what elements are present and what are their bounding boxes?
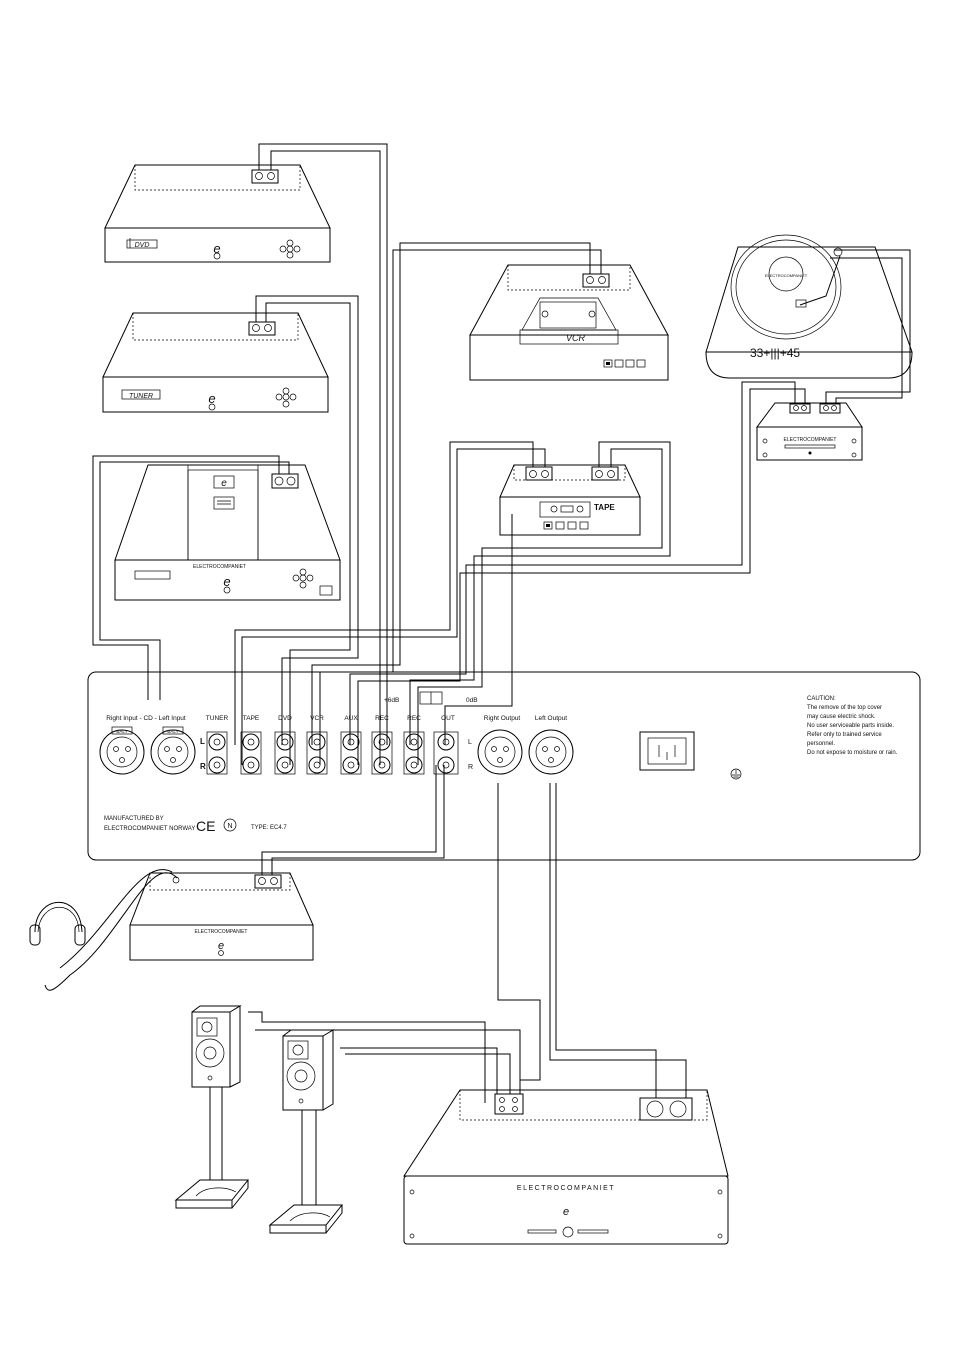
speaker-right: [268, 1029, 344, 1234]
nav-pad-icon: [279, 239, 301, 259]
rca-rec-2: REC: [403, 715, 425, 775]
right-input-label: Right Input - CD - Left Input: [106, 715, 186, 722]
input-label-dvd: DVD: [278, 715, 292, 722]
out-left-label: L: [468, 739, 472, 746]
dvd-player: DVD e: [104, 164, 331, 263]
caution-line-4: Refer only to trained service: [807, 732, 882, 738]
tuner-label: TUNER: [129, 393, 153, 400]
nav-pad-icon: [292, 568, 314, 589]
input-label-tape: TAPE: [243, 715, 260, 722]
rca-out: OUT: [433, 715, 459, 775]
power-amp-xlr-inputs: [639, 1097, 693, 1121]
n-mark: N: [227, 823, 232, 830]
headphones-icon: [29, 901, 86, 946]
speed-label: 33+|||+45: [750, 346, 800, 360]
e-logo-icon: e: [221, 478, 227, 489]
cd-player: e ELECTROCOMPANIET e: [114, 464, 341, 601]
turntable: ELECTROCOMPANIET 33+|||+45: [705, 234, 913, 379]
xlr-right-output: [477, 729, 523, 775]
tape-rec-rca: [591, 466, 619, 481]
input-label-tuner: TUNER: [206, 715, 229, 722]
gain-zero-label: 0dB: [466, 697, 478, 704]
transport-buttons-icon: [603, 359, 646, 368]
caution-line-3: No user serviceable parts inside.: [807, 723, 894, 729]
xlr-left-output: [528, 729, 574, 775]
e-logo-icon: e: [223, 574, 230, 589]
headamp-brand: ELECTROCOMPANIET: [195, 929, 248, 935]
e-logo-icon: e: [213, 241, 220, 256]
xlr-left-tag: BALY: [167, 729, 178, 734]
caution-line-5: personnel.: [807, 741, 835, 747]
input-label-rec-1: REC: [375, 715, 389, 722]
rca-rec-1: REC: [371, 715, 393, 775]
tuner: TUNER e: [102, 312, 329, 413]
e-logo-icon: e: [563, 1206, 569, 1218]
right-output-label: Right Output: [484, 715, 521, 722]
tuner-rca-block: [248, 321, 276, 336]
manufacturer-line-1: MANUFACTURED BY: [104, 816, 164, 822]
ce-mark: CE: [196, 818, 215, 834]
input-label-rec-2: REC: [407, 715, 421, 722]
xlr-right-input: BALY: [99, 726, 145, 775]
phono-brand: ELECTROCOMPANIET: [784, 437, 837, 443]
left-output-label: Left Output: [535, 715, 567, 722]
input-label-aux: AUX: [344, 715, 358, 722]
caution-line-6: Do not expose to moisture or rain.: [807, 750, 898, 756]
input-label-out: OUT: [441, 715, 455, 722]
transport-buttons-icon: [543, 521, 589, 530]
caution-block: CAUTION: The remove of the top cover may…: [807, 696, 898, 756]
caution-line-1: The remove of the top cover: [807, 705, 882, 711]
caution-line-2: may cause electric shock.: [807, 714, 876, 720]
speaker-left: [174, 1005, 250, 1209]
vcr-rca-block: [582, 273, 610, 288]
preamp-rear-panel: Right Input - CD - Left Input BALY BALY …: [87, 671, 921, 861]
cd-xlr-block: [271, 473, 299, 489]
channel-right-label: R: [200, 762, 206, 771]
e-logo-icon: e: [218, 940, 224, 952]
ground-symbol-icon: [730, 768, 742, 780]
cd-brand: ELECTROCOMPANIET: [193, 564, 246, 570]
power-amp-brand: ELECTROCOMPANIET: [517, 1185, 615, 1192]
tape-deck: TAPE: [499, 464, 641, 536]
gain-plus-label: +6dB: [384, 697, 399, 704]
rca-aux: AUX: [340, 715, 362, 775]
rca-dvd: DVD: [274, 715, 296, 775]
out-right-label: R: [468, 764, 473, 771]
rca-input-columns: TUNER TAPE DVD VCR: [206, 715, 459, 775]
xlr-left-input: BALY: [150, 726, 196, 775]
channel-left-label: L: [200, 737, 205, 746]
speaker-terminals: [494, 1093, 524, 1115]
record-label: ELECTROCOMPANIET: [765, 273, 808, 278]
rca-vcr: VCR: [306, 715, 328, 775]
phono-stage: ELECTROCOMPANIET: [756, 402, 863, 461]
rca-tuner: TUNER: [206, 715, 229, 775]
vcr: VCR: [469, 264, 669, 381]
tape-label: TAPE: [594, 503, 615, 512]
power-amplifier: ELECTROCOMPANIET e: [403, 1089, 729, 1245]
nav-pad-icon: [275, 387, 297, 408]
caution-line-0: CAUTION:: [807, 696, 836, 702]
e-logo-icon: e: [208, 391, 215, 406]
power-inlet-icon: [639, 731, 695, 771]
tape-play-rca: [525, 466, 553, 481]
xlr-right-tag: BALY: [116, 729, 127, 734]
vcr-label: VCR: [566, 333, 586, 343]
cable-routing: [44, 143, 911, 1103]
headphone-amplifier: ELECTROCOMPANIET e: [129, 872, 314, 961]
dvd-rca-block: [251, 169, 279, 184]
type-label: TYPE: EC4.7: [251, 825, 287, 831]
dvd-label: DVD: [135, 242, 150, 249]
rca-tape: TAPE: [240, 715, 262, 775]
manufacturer-line-2: ELECTROCOMPANIET NORWAY: [104, 826, 195, 832]
input-label-vcr: VCR: [310, 715, 324, 722]
